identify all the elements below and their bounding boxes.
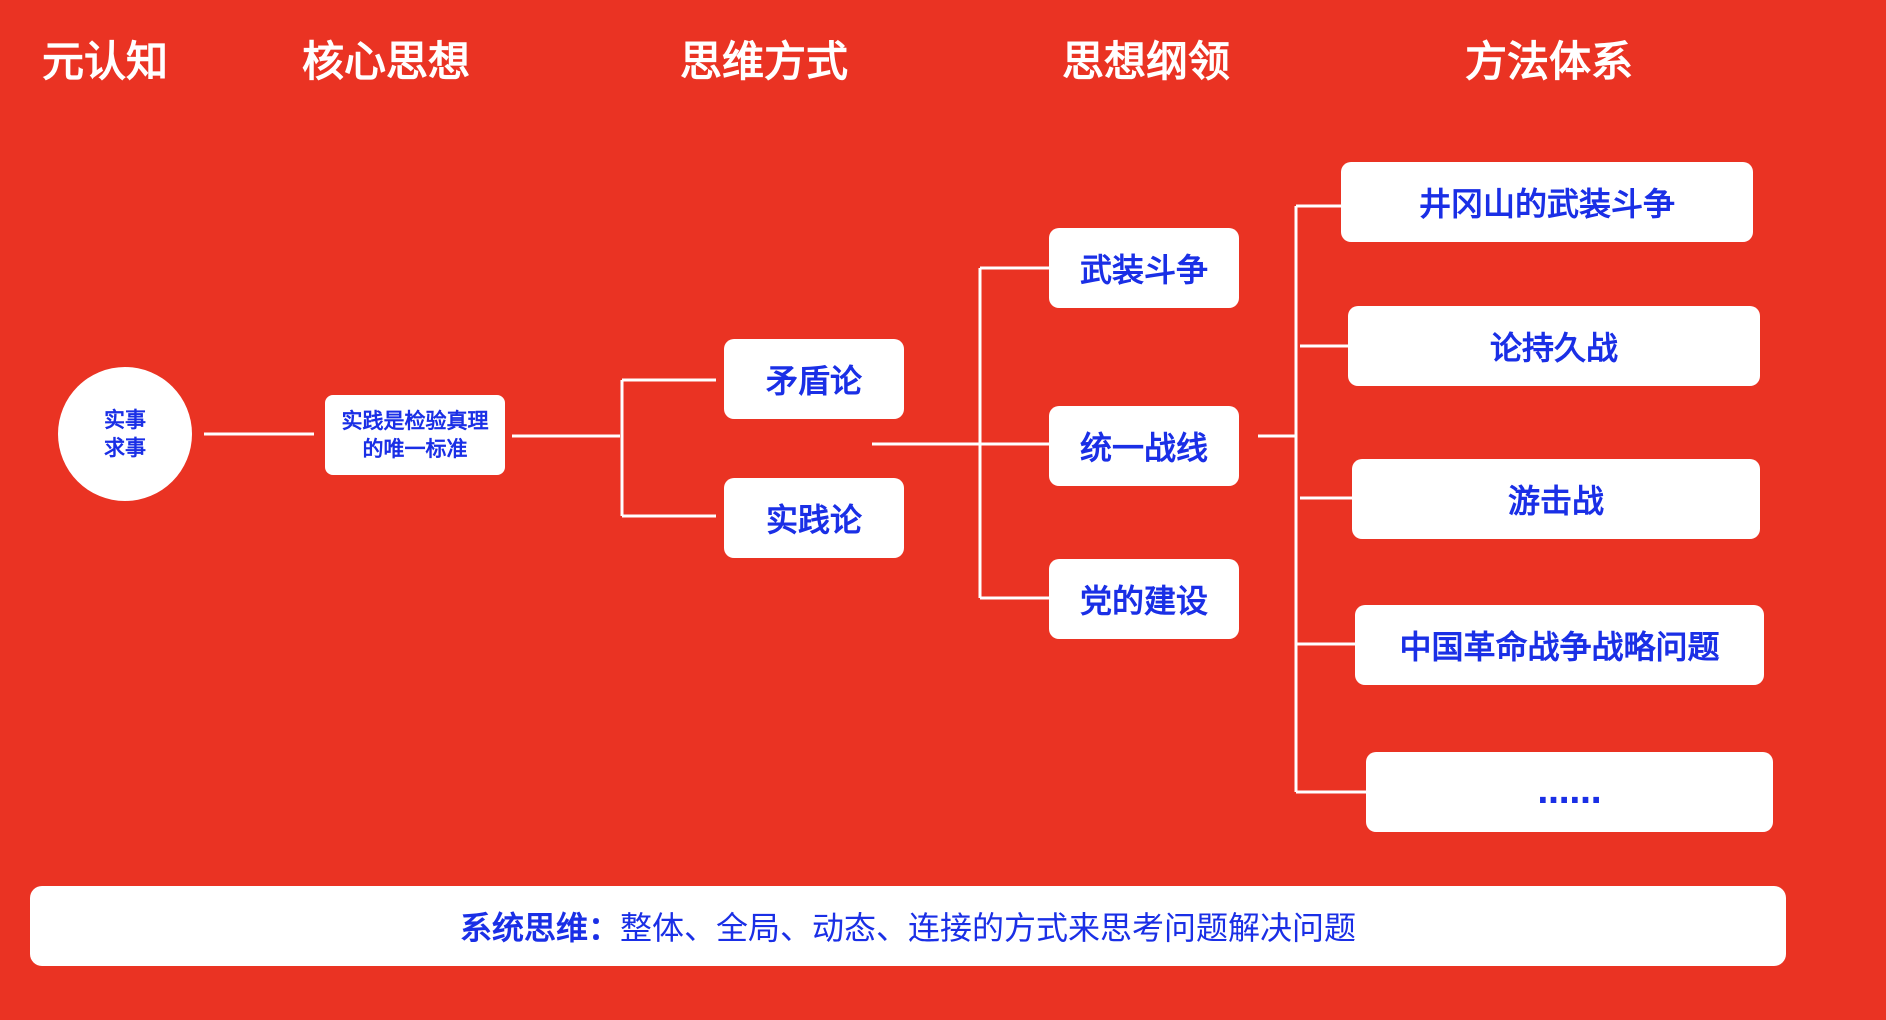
method-node-strategy-problems: 中国革命战争战略问题: [1355, 605, 1764, 685]
method-label: 井冈山的武装斗争: [1418, 185, 1675, 223]
system-thinking-banner: 系统思维： 整体、全局、动态、连接的方式来思考问题解决问题: [30, 886, 1786, 966]
core-label: 实践是检验真理的唯一标准: [341, 409, 489, 461]
method-node-protracted-war: 论持久战: [1348, 306, 1760, 386]
method-label: 中国革命战争战略问题: [1399, 628, 1720, 666]
program-node-party-building: 党的建设: [1049, 559, 1239, 639]
thinking-label: 矛盾论: [765, 362, 862, 400]
method-node-guerrilla-war: 游击战: [1352, 459, 1760, 539]
method-label: 游击战: [1507, 482, 1604, 520]
header-thought-program: 思想纲领: [1062, 37, 1231, 86]
header-thinking-mode: 思维方式: [680, 37, 849, 86]
system-thinking-title: 系统思维：: [459, 909, 620, 947]
method-node-jinggangshan: 井冈山的武装斗争: [1341, 162, 1753, 242]
method-label: 论持久战: [1489, 329, 1618, 367]
program-label: 党的建设: [1079, 582, 1208, 620]
core-node: 实践是检验真理的唯一标准: [325, 395, 505, 475]
program-label: 武装斗争: [1079, 251, 1208, 289]
header-method-system: 方法体系: [1465, 37, 1634, 86]
root-node: 实事求事: [58, 367, 192, 501]
program-label: 统一战线: [1079, 429, 1208, 467]
thinking-label: 实践论: [765, 501, 862, 539]
header-core-thought: 核心思想: [302, 37, 471, 86]
thinking-node-practice: 实践论: [724, 478, 904, 558]
thinking-node-contradiction: 矛盾论: [724, 339, 904, 419]
header-meta-cognition: 元认知: [42, 37, 169, 86]
method-node-ellipsis: ……: [1366, 752, 1773, 832]
system-thinking-text: 整体、全局、动态、连接的方式来思考问题解决问题: [620, 909, 1357, 947]
program-node-united-front: 统一战线: [1049, 406, 1239, 486]
method-label: ……: [1537, 773, 1602, 811]
root-label: 实事求事: [104, 408, 146, 460]
program-node-armed-struggle: 武装斗争: [1049, 228, 1239, 308]
